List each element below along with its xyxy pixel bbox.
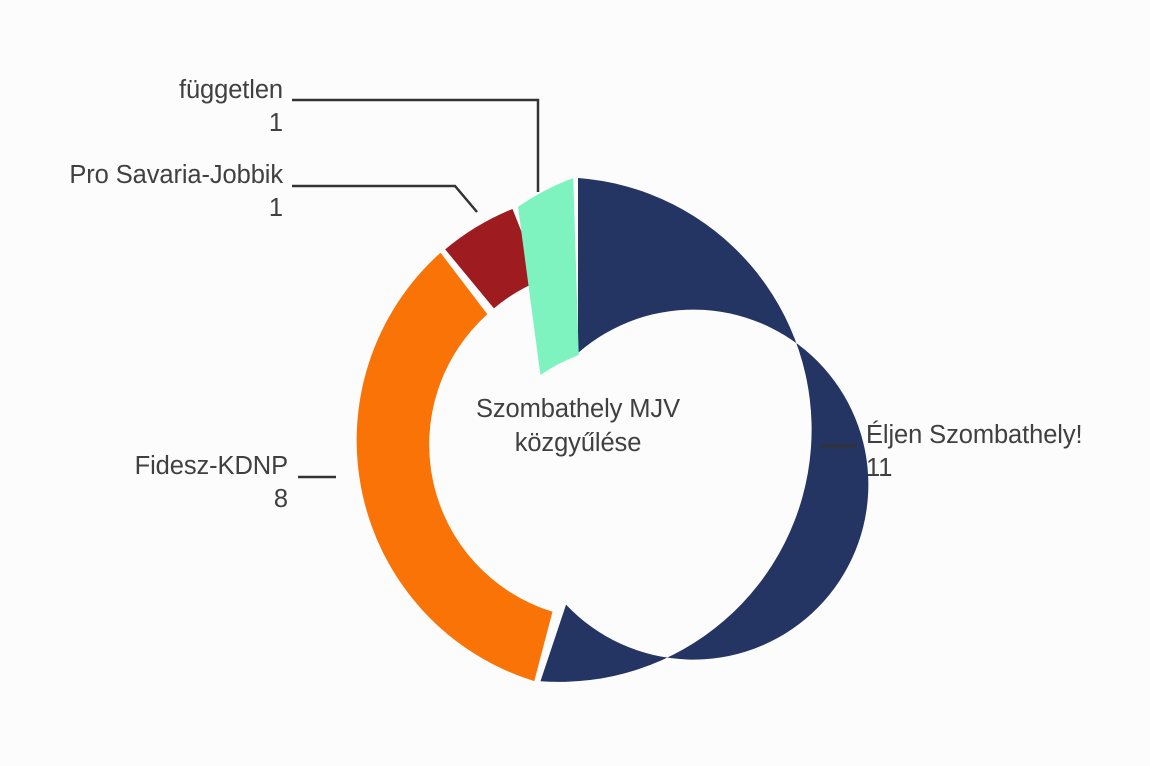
donut-center-label: Szombathely MJV közgyűlése (428, 393, 728, 461)
slice-label-fidesz-kdnp: Fidesz-KDNP 8 (0, 450, 288, 515)
slice-label-fuggetlen: független 1 (0, 74, 283, 139)
leader-line-pro-savaria-jobbik (292, 184, 478, 213)
leader-line-fuggetlen (292, 98, 540, 192)
slice-label-eljen-szombathely-name: Éljen Szombathely! (866, 421, 1083, 449)
slice-label-pro-savaria-jobbik-value: 1 (268, 193, 283, 222)
slice-label-eljen-szombathely: Éljen Szombathely! 11 (866, 419, 1146, 484)
donut-slice-eljen-szombathely[interactable] (540, 178, 869, 682)
slice-label-fuggetlen-value: 1 (268, 108, 283, 137)
slice-label-fidesz-kdnp-name: Fidesz-KDNP (134, 452, 288, 480)
slice-label-fuggetlen-name: független (178, 76, 283, 104)
center-label-line-1: Szombathely MJV (476, 395, 680, 423)
slice-label-pro-savaria-jobbik-name: Pro Savaria-Jobbik (69, 161, 283, 189)
donut-slice-pro-savaria-jobbik[interactable] (445, 208, 541, 309)
slice-label-eljen-szombathely-value: 11 (866, 453, 893, 482)
donut-slice-fuggetlen[interactable] (518, 178, 579, 376)
center-label-line-2: közgyűlése (514, 428, 642, 457)
donut-slice-fidesz-kdnp[interactable] (356, 252, 553, 682)
slice-label-fidesz-kdnp-value: 8 (273, 484, 288, 513)
slice-label-pro-savaria-jobbik: Pro Savaria-Jobbik 1 (0, 159, 283, 224)
